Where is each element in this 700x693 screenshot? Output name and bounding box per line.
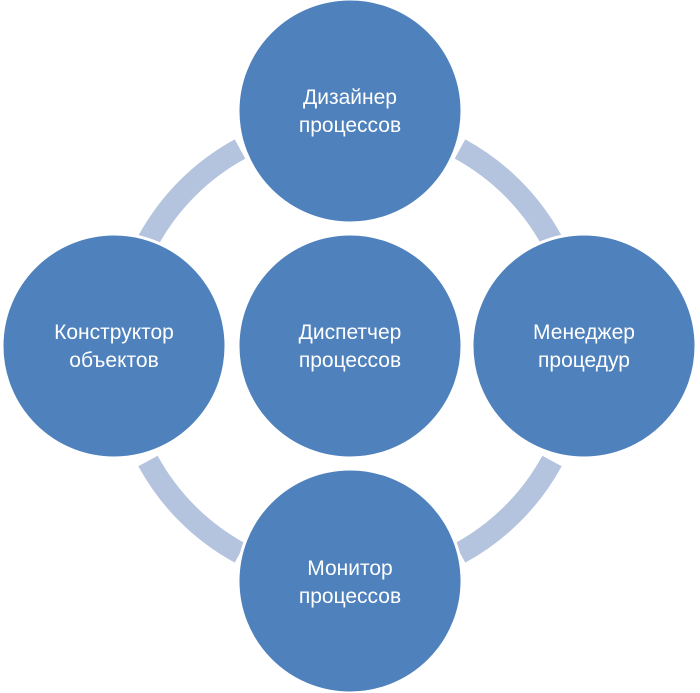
node-label-line2: процессов xyxy=(299,349,401,372)
node-circle xyxy=(470,232,698,460)
node-label-line1: Монитор xyxy=(307,557,392,580)
node-label-line1: Диспетчер xyxy=(299,321,402,344)
node-object-constructor: Конструктор объектов xyxy=(0,232,228,460)
node-process-designer: Дизайнер процессов xyxy=(236,0,464,225)
node-process-monitor: Монитор процессов xyxy=(236,467,464,693)
node-circle xyxy=(236,232,464,460)
arc-bottom-left xyxy=(138,455,246,563)
node-label-line2: объектов xyxy=(69,349,158,372)
arc-bottom-right xyxy=(454,455,562,563)
node-label-line2: процедур xyxy=(538,349,630,372)
node-label-line1: Конструктор xyxy=(54,321,174,344)
arc-top-right xyxy=(454,139,562,247)
node-circle xyxy=(0,232,228,460)
node-circle xyxy=(236,467,464,693)
node-label-line2: процессов xyxy=(299,585,401,608)
node-label-line1: Менеджер xyxy=(533,321,635,344)
node-label-line2: процессов xyxy=(299,114,401,137)
node-label-line1: Дизайнер xyxy=(303,86,397,109)
node-procedure-manager: Менеджер процедур xyxy=(470,232,698,460)
node-circle xyxy=(236,0,464,225)
arc-top-left xyxy=(138,139,246,247)
cycle-ring xyxy=(138,139,562,563)
node-process-dispatcher: Диспетчер процессов xyxy=(236,232,464,460)
